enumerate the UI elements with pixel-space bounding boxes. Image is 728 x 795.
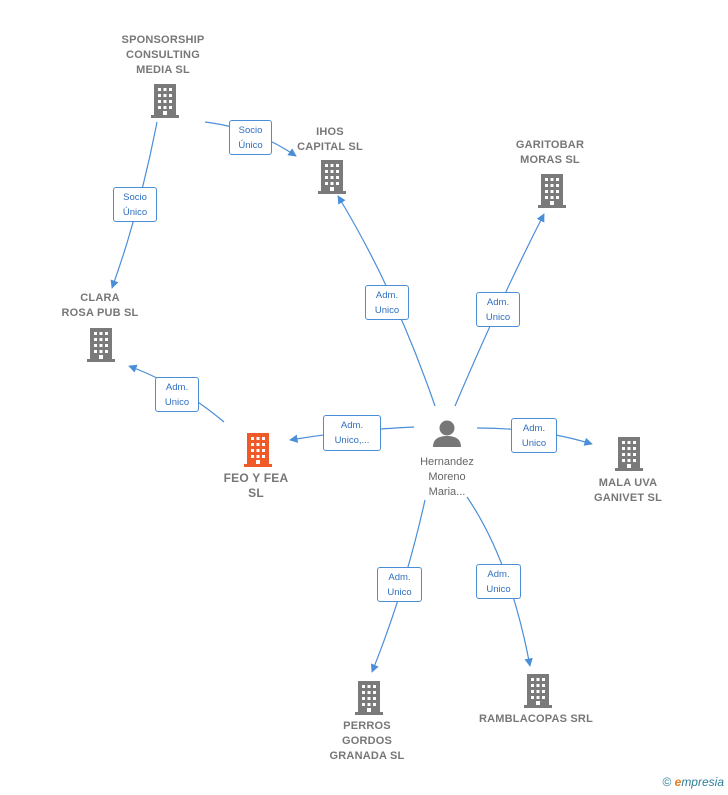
node-label-garitobar[interactable]: GARITOBAR MORAS SL xyxy=(515,139,585,166)
building-icon-perros[interactable] xyxy=(355,681,383,715)
edge-label-person-perros: Adm. Unico xyxy=(377,567,422,602)
node-label-ihos[interactable]: IHOS CAPITAL SL xyxy=(297,126,363,153)
brand-footer: © empresia xyxy=(662,775,724,789)
edge-label-person-mala: Adm. Unico xyxy=(511,418,557,453)
edge-label-sponsor-ihos: Socio Único xyxy=(229,120,272,155)
node-label-sponsorship[interactable]: SPONSORSHIP CONSULTING MEDIA SL xyxy=(121,34,205,76)
building-icon-ramblacopas[interactable] xyxy=(524,674,552,708)
node-label-clara[interactable]: CLARA ROSA PUB SL xyxy=(61,292,139,319)
building-icon-feo[interactable] xyxy=(244,433,272,467)
edge-label-person-garitobar: Adm. Unico xyxy=(476,292,520,327)
building-icon-ihos[interactable] xyxy=(318,160,346,194)
node-label-mala-uva[interactable]: MALA UVA GANIVET SL xyxy=(593,477,662,504)
building-icon-mala-uva[interactable] xyxy=(615,437,643,471)
person-icon[interactable] xyxy=(433,420,461,448)
edge-label-sponsor-clara: Socio Único xyxy=(113,187,157,222)
node-label-person[interactable]: Hernandez Moreno Maria... xyxy=(420,456,474,498)
building-icon-sponsorship[interactable] xyxy=(151,84,179,118)
node-label-perros[interactable]: PERROS GORDOS GRANADA SL xyxy=(329,720,405,762)
edge-label-person-ihos: Adm. Unico xyxy=(365,285,409,320)
building-icon-garitobar[interactable] xyxy=(538,174,566,208)
copyright-icon: © xyxy=(662,775,672,789)
edge-label-person-feo: Adm. Unico,... xyxy=(323,415,381,451)
building-icon-clara[interactable] xyxy=(87,328,115,362)
brand-logo-text: mpresia xyxy=(681,775,724,789)
brand-logo-e: e xyxy=(674,775,682,789)
edge-label-person-rambla: Adm. Unico xyxy=(476,564,521,599)
edge-label-feo-clara: Adm. Unico xyxy=(155,377,199,412)
node-label-ramblacopas[interactable]: RAMBLACOPAS SRL xyxy=(478,713,593,725)
node-label-feo[interactable]: FEO Y FEA SL xyxy=(223,471,289,500)
